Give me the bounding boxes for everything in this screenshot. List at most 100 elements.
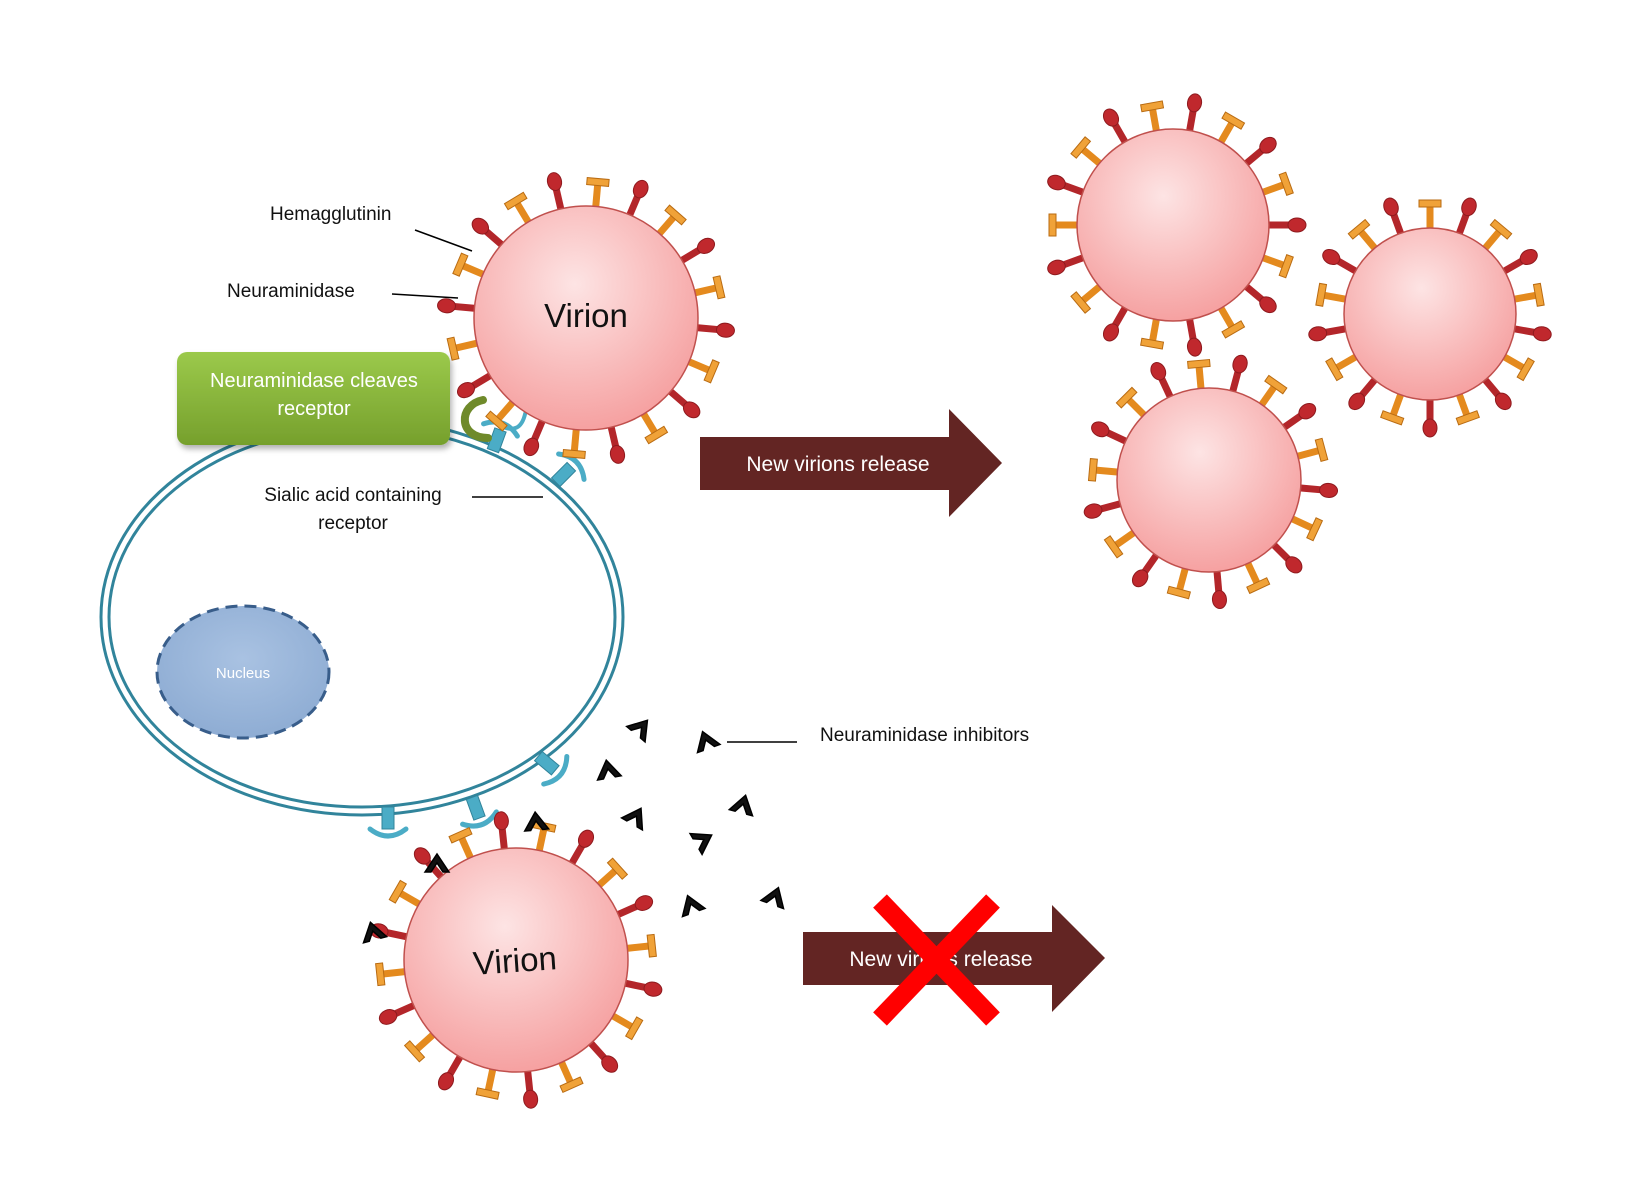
neuraminidase-spike bbox=[1115, 386, 1150, 421]
hemagglutinin-spike bbox=[1348, 374, 1380, 411]
neuraminidase-spike bbox=[684, 356, 720, 384]
neuraminidase-spike bbox=[654, 204, 687, 239]
neuraminidase-spike bbox=[1070, 281, 1105, 314]
hemagglutinin-label: Hemagglutinin bbox=[270, 204, 391, 225]
sialic-acid-receptor bbox=[367, 806, 409, 839]
hemagglutinin-spike bbox=[1241, 136, 1277, 169]
hemagglutinin-spike bbox=[1185, 93, 1203, 136]
hemagglutinin-spike bbox=[1454, 197, 1477, 239]
sialic-acid-receptor bbox=[533, 750, 570, 787]
virion-top-label: Virion bbox=[544, 297, 628, 334]
hemagglutinin-spike bbox=[1422, 396, 1438, 438]
virion-bottom bbox=[369, 811, 663, 1109]
cell-membrane-inner bbox=[107, 425, 617, 809]
neuraminidase-spike bbox=[1243, 558, 1271, 595]
neuraminidase-spike bbox=[1087, 458, 1122, 482]
release-arrow-bottom-shape bbox=[803, 905, 1105, 1012]
hemagglutinin-spike bbox=[1241, 281, 1277, 314]
neuraminidase-spike bbox=[1140, 100, 1165, 136]
receptors bbox=[367, 411, 587, 839]
released-virion-2-envelope bbox=[1343, 227, 1517, 401]
hemagglutinin-spike bbox=[1265, 217, 1307, 233]
released-virion-1-envelope bbox=[1076, 128, 1270, 322]
neuraminidase-spike bbox=[1315, 282, 1350, 307]
hemagglutinin-spike bbox=[437, 1051, 466, 1091]
released-virion-1 bbox=[1047, 93, 1307, 357]
hemagglutinin-spike bbox=[1211, 567, 1227, 610]
neuraminidase-spike bbox=[1499, 351, 1535, 382]
neuraminidase-spike bbox=[448, 826, 476, 863]
hemagglutinin-leader bbox=[414, 229, 473, 252]
hemagglutinin-spike bbox=[1322, 248, 1361, 277]
cleaves-label-line1: Neuraminidase cleaves bbox=[210, 370, 418, 392]
hemagglutinin-spike bbox=[1499, 248, 1538, 277]
inhibitor-chevron-icon bbox=[727, 794, 754, 817]
neuraminidase-spike bbox=[593, 857, 629, 891]
hemagglutinin-spike bbox=[1185, 314, 1203, 357]
inhibitor-chevron-icon bbox=[362, 921, 389, 944]
sialic-label-line1: Sialic acid containing bbox=[264, 485, 441, 506]
nucleus-body bbox=[155, 604, 331, 740]
hemagglutinin-spike bbox=[1091, 421, 1131, 446]
neuraminidase-spike bbox=[1287, 514, 1324, 542]
neuraminidase-label: Neuraminidase bbox=[227, 281, 355, 302]
hemagglutinin-spike bbox=[437, 298, 479, 314]
hemagglutinin-spike bbox=[1047, 174, 1088, 197]
hemagglutinin-spike bbox=[676, 237, 716, 266]
hemagglutinin-spike bbox=[378, 1000, 419, 1025]
hemagglutinin-spike bbox=[1480, 374, 1512, 411]
neuraminidase-spike bbox=[1418, 199, 1442, 232]
hemagglutinin-spike bbox=[471, 217, 507, 250]
neuraminidase-spike bbox=[1454, 389, 1480, 426]
release-arrow-top: New virions release bbox=[700, 409, 1002, 517]
neuraminidase-spike bbox=[1048, 213, 1081, 237]
neuraminidase-leader bbox=[391, 293, 459, 299]
hemagglutinin-spike bbox=[1047, 253, 1088, 276]
virion-top bbox=[437, 172, 735, 464]
neuraminidase-spike bbox=[690, 275, 726, 300]
labels: Hemagglutinin Neuraminidase Sialic acid … bbox=[227, 204, 1029, 746]
neuraminidase-spike bbox=[388, 879, 425, 910]
neuraminidase-spike bbox=[586, 177, 610, 211]
inhibitor-chevron-icon bbox=[620, 807, 644, 832]
hemagglutinin-spike bbox=[1510, 324, 1552, 342]
inhibitor-chevron-icon bbox=[625, 719, 649, 744]
neuraminidase-spike bbox=[562, 425, 586, 459]
neuraminidase-spike bbox=[503, 191, 534, 228]
hemagglutinin-spike bbox=[1279, 402, 1317, 433]
neuraminidase-spike bbox=[1215, 111, 1246, 148]
neuraminidase-spike bbox=[1258, 253, 1294, 279]
hemagglutinin-spike bbox=[1228, 354, 1248, 396]
hemagglutinin-spike bbox=[523, 416, 548, 457]
neuraminidase-spike bbox=[1258, 171, 1294, 197]
inhibitor-chevron-icon bbox=[688, 832, 713, 856]
neuraminidase-inhibitors bbox=[362, 719, 785, 944]
inhibitor-chevron-icon bbox=[696, 730, 722, 754]
neuraminidase-spike bbox=[1166, 564, 1191, 600]
neuraminidase-spike bbox=[452, 252, 488, 280]
inhibitor-chevron-icon bbox=[423, 852, 451, 873]
sialic-label-line2: receptor bbox=[318, 513, 388, 534]
neuraminidase-spike bbox=[623, 933, 657, 958]
hemagglutinin-spike bbox=[624, 179, 649, 220]
released-virion-2 bbox=[1308, 197, 1552, 438]
virion-bottom-label: Virion bbox=[472, 939, 558, 982]
neuraminidase-spike bbox=[607, 1010, 644, 1041]
hemagglutinin-spike bbox=[1308, 324, 1350, 342]
sialic-acid-receptor bbox=[550, 451, 587, 488]
cleaves-box bbox=[177, 352, 450, 445]
neuraminidase-spike bbox=[403, 1029, 439, 1063]
neuraminidase-spike bbox=[446, 336, 482, 361]
hemagglutinin-spike bbox=[1296, 482, 1339, 498]
nucleus: Nucleus bbox=[155, 604, 331, 740]
inhibitor-chevron-icon bbox=[681, 894, 707, 918]
released-virion-3-envelope bbox=[1116, 387, 1302, 573]
neuraminidase-spike bbox=[1480, 218, 1513, 254]
neuraminidase-spike bbox=[1215, 302, 1246, 339]
neuraminidase-spike bbox=[1293, 437, 1329, 462]
virion-top-envelope bbox=[473, 205, 699, 431]
neuraminidase-spike bbox=[1140, 314, 1165, 350]
sialic-acid-receptor bbox=[460, 794, 499, 829]
hemagglutinin-spike bbox=[665, 386, 701, 419]
